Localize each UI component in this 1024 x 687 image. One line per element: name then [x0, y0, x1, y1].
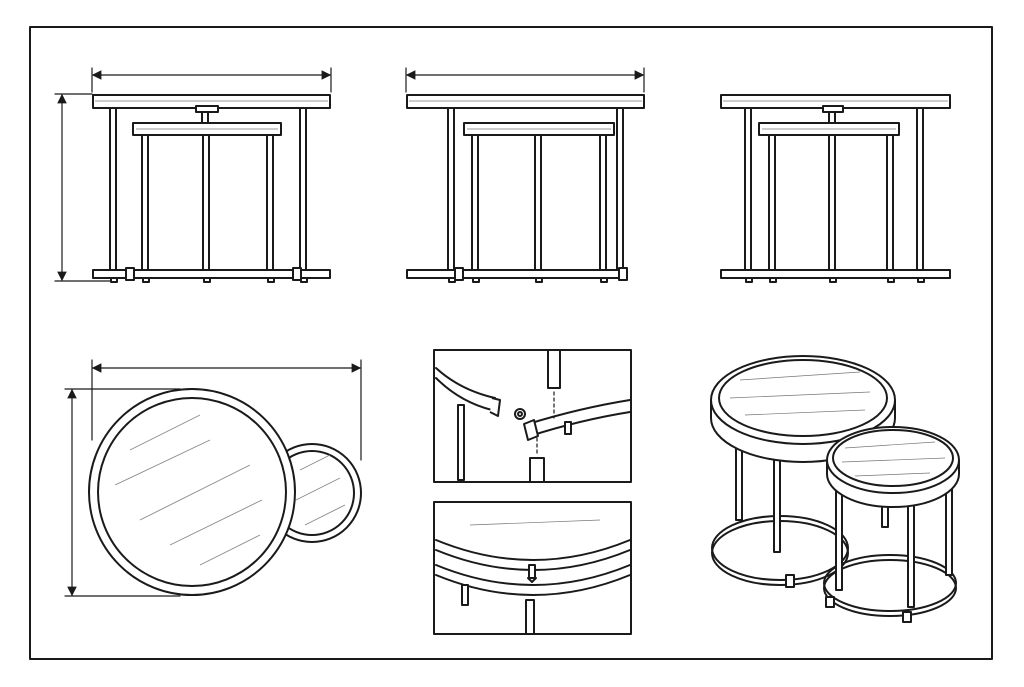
base-ring [92, 269, 331, 279]
side-view [405, 67, 645, 283]
large-table-top-circle [88, 388, 296, 596]
base-ring [720, 269, 951, 279]
base-ring [406, 269, 628, 279]
back-view [720, 94, 951, 283]
screw-icon [514, 408, 526, 420]
assembly-detail-joint [433, 349, 632, 483]
front-view [54, 67, 332, 283]
top-view [64, 359, 362, 597]
assembly-detail-screw [433, 501, 632, 635]
screw-icon [528, 564, 536, 580]
sheet-border [29, 26, 993, 660]
large-tabletop [406, 94, 645, 109]
perspective-view [710, 355, 960, 623]
large-tabletop-perspective [710, 355, 896, 445]
